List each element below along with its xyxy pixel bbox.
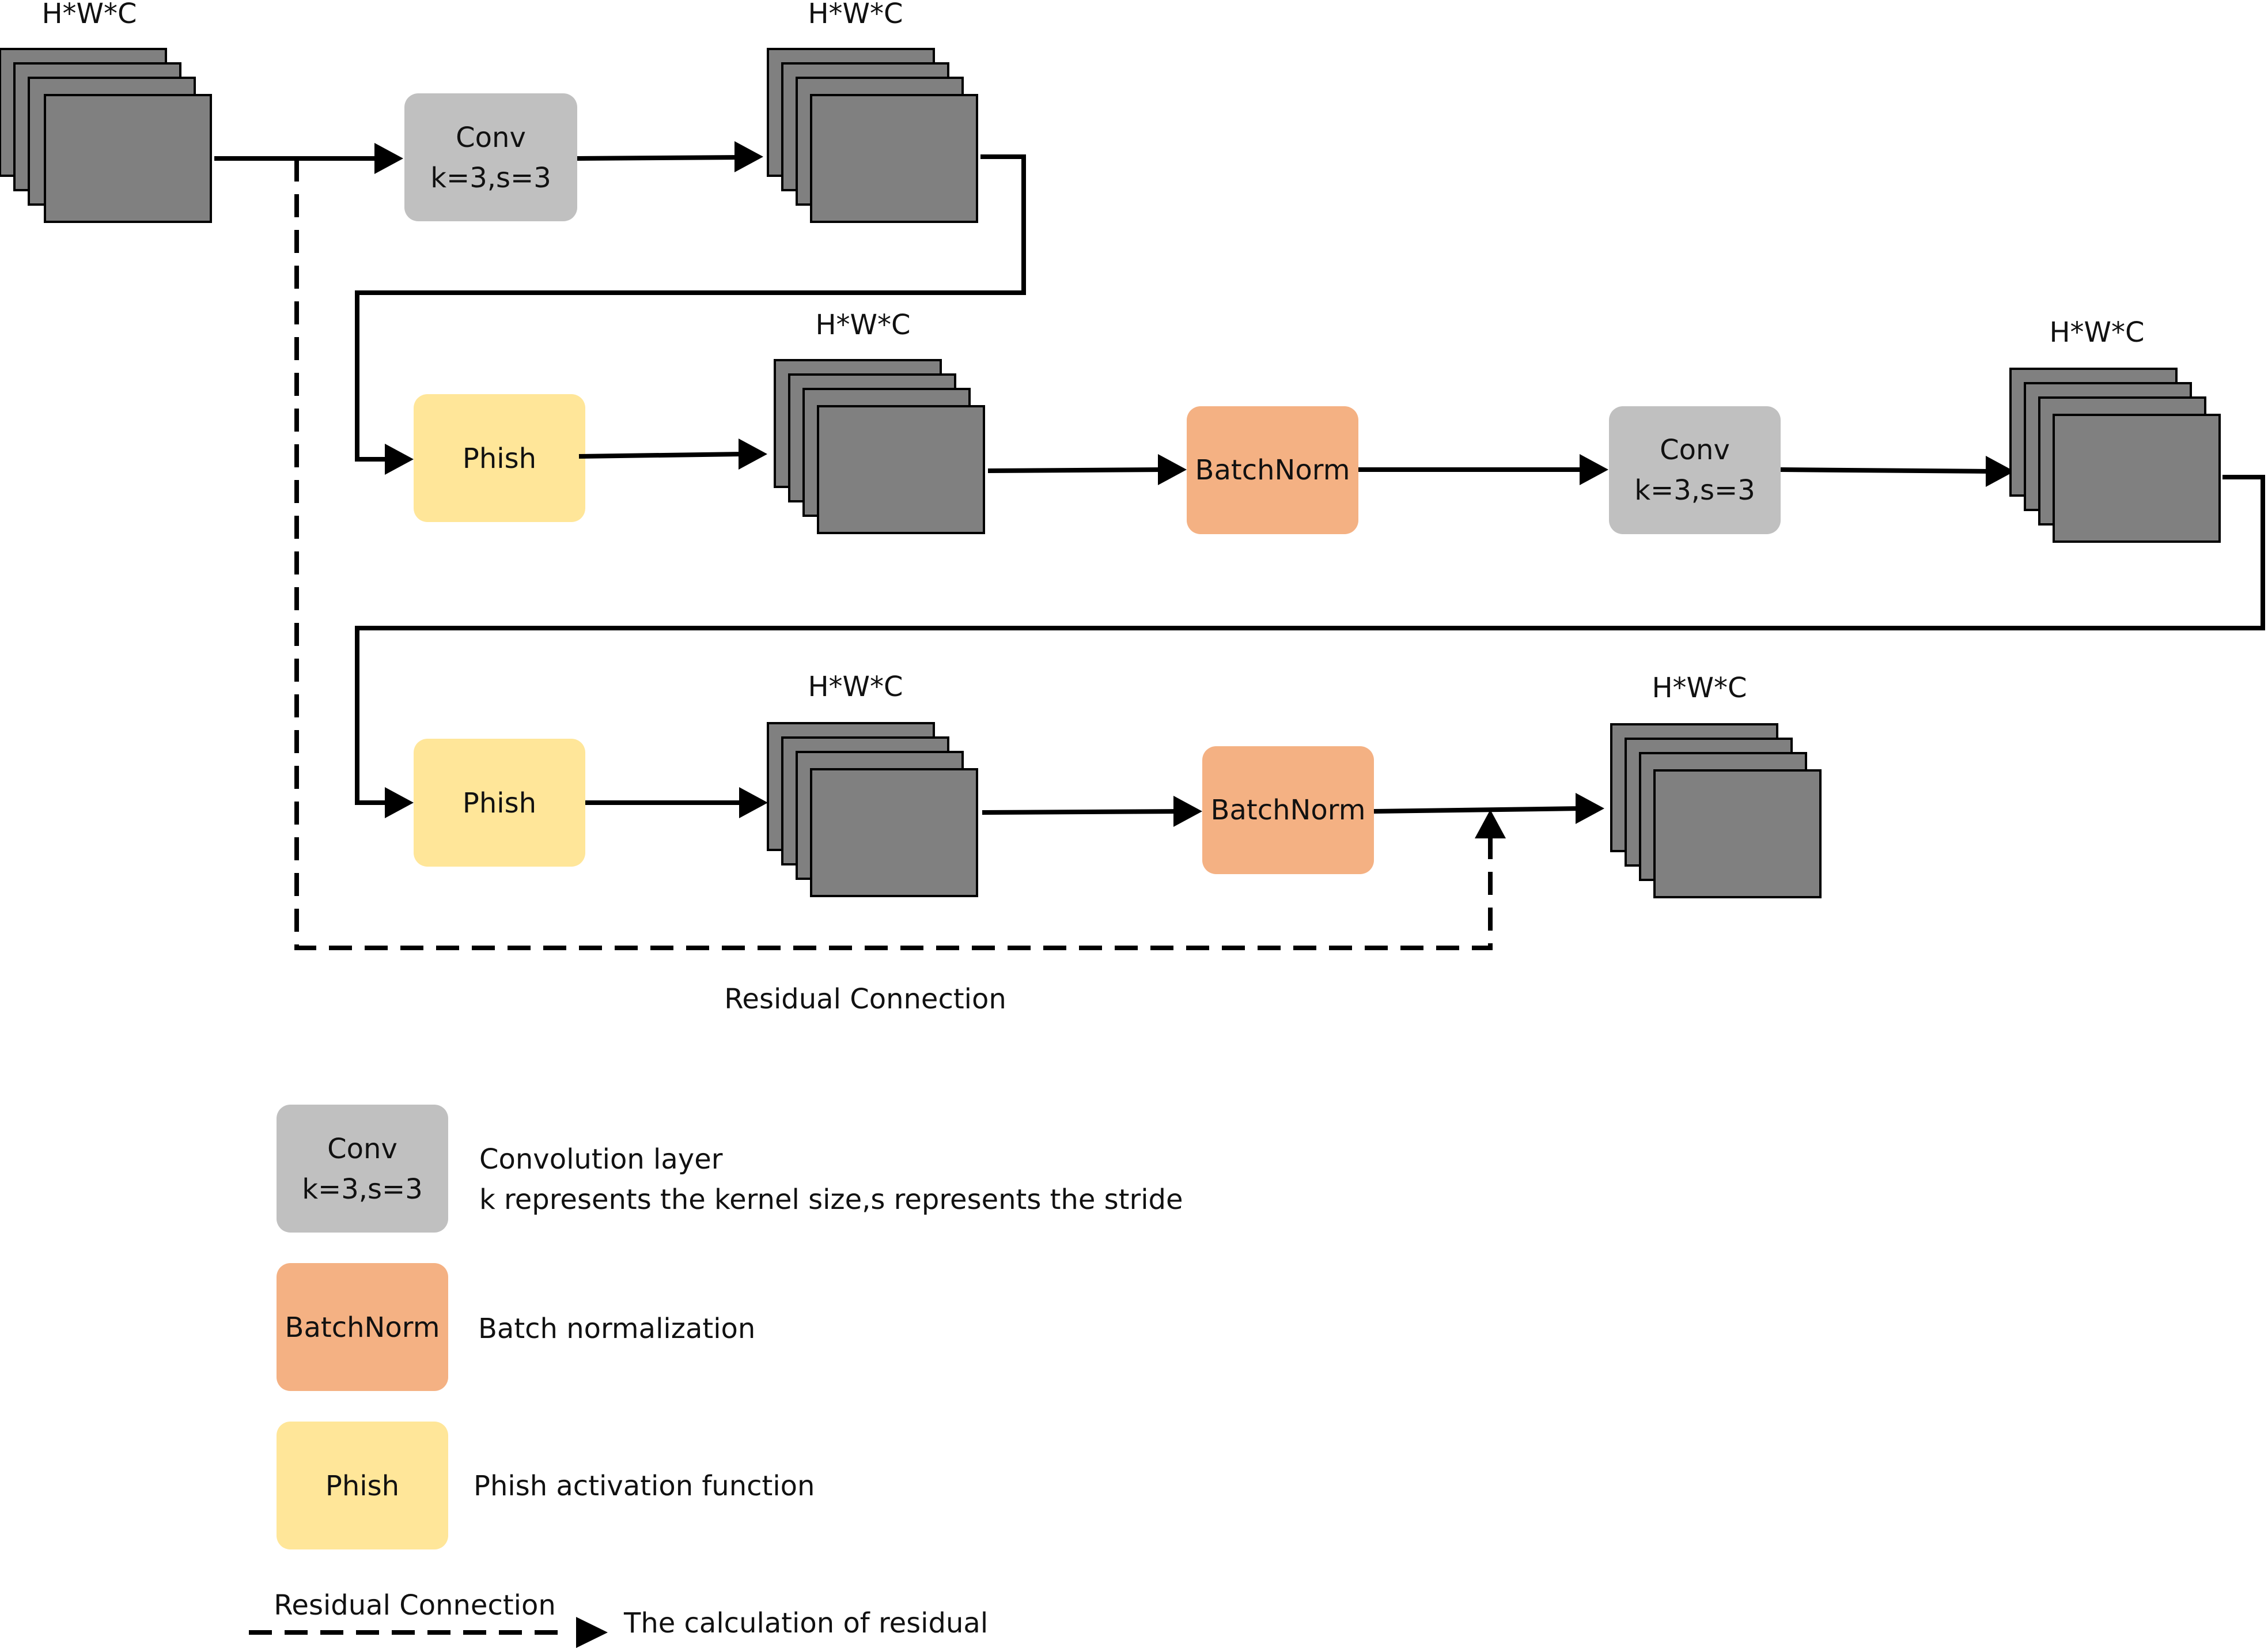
flow-arrow (577, 155, 741, 161)
conv-params-label: k=3,s=3 (1634, 474, 1755, 507)
phish-label: Phish (463, 787, 536, 819)
arrowhead-icon (576, 1617, 608, 1648)
legend-item-batchnorm: BatchNorm Batch normalization (277, 1263, 755, 1391)
conv-params-label: k=3,s=3 (430, 162, 551, 194)
arrowhead-icon (1576, 793, 1604, 824)
connector-line (355, 475, 2265, 805)
phish-label: Phish (325, 1470, 399, 1502)
connector-line (355, 154, 1026, 462)
flow-arrow (982, 809, 1180, 815)
conv-label: Conv (456, 122, 526, 154)
legend-item-residual: Residual Connection The calculation of r… (249, 1589, 988, 1648)
arrowhead-icon (739, 787, 768, 818)
tensor-dimension-label: H*W*C (808, 0, 903, 30)
conv-params-label: k=3,s=3 (302, 1173, 423, 1205)
arrowhead-icon (1475, 810, 1506, 838)
residual-connection-line (294, 158, 1493, 950)
tensor-dimension-label: H*W*C (41, 0, 137, 30)
legend-description: k represents the kernel size,s represent… (479, 1184, 1183, 1216)
phish-activation-node: Phish (414, 394, 585, 522)
feature-map-stack (2009, 368, 2221, 543)
arrowhead-icon (739, 439, 767, 470)
tensor-dimension-label: H*W*C (1652, 672, 1747, 704)
arrowhead-icon (374, 143, 403, 174)
tensor-dimension-label: H*W*C (808, 671, 903, 703)
feature-map-stack (0, 48, 212, 223)
phish-activation-node: Phish (414, 739, 585, 867)
arrowhead-icon (385, 787, 414, 818)
conv-label: Conv (1660, 434, 1730, 466)
tensor-dimension-label: H*W*C (815, 309, 910, 341)
feature-map-stack (767, 48, 978, 223)
legend-description: Convolution layer (479, 1143, 723, 1175)
batchnorm-label: BatchNorm (1211, 794, 1366, 826)
batchnorm-node: BatchNorm (1187, 406, 1358, 534)
arrowhead-icon (1580, 454, 1608, 485)
conv-label: Conv (327, 1133, 397, 1165)
legend-description: The calculation of residual (623, 1607, 988, 1639)
batchnorm-label: BatchNorm (1195, 454, 1350, 486)
conv-layer-node: Conv k=3,s=3 (404, 93, 577, 221)
legend: Conv k=3,s=3 Convolution layer k represe… (249, 1105, 1183, 1648)
feature-map-stack (774, 359, 985, 534)
legend-item-conv: Conv k=3,s=3 Convolution layer k represe… (277, 1105, 1183, 1233)
arrowhead-icon (385, 444, 414, 475)
legend-description: Phish activation function (474, 1470, 815, 1502)
flow-arrow (1373, 806, 1582, 814)
feature-map-stack (767, 722, 978, 897)
residual-connection-label: Residual Connection (274, 1589, 556, 1621)
flow-arrow (1780, 467, 1991, 474)
feature-map-stack (1610, 723, 1822, 898)
arrowhead-icon (1158, 454, 1187, 485)
batchnorm-label: BatchNorm (285, 1311, 440, 1344)
arrowhead-icon (734, 141, 763, 172)
phish-label: Phish (463, 443, 536, 475)
residual-connection-caption: Residual Connection (724, 983, 1006, 1015)
conv-layer-node: Conv k=3,s=3 (1609, 406, 1781, 534)
flow-arrow (987, 467, 1164, 473)
flow-arrow (578, 452, 744, 459)
batchnorm-node: BatchNorm (1202, 746, 1374, 874)
legend-description: Batch normalization (478, 1313, 755, 1345)
tensor-dimension-label: H*W*C (2049, 316, 2144, 349)
arrowhead-icon (1173, 796, 1202, 827)
legend-item-phish: Phish Phish activation function (277, 1422, 815, 1549)
arrowhead-icon (1986, 456, 2015, 487)
